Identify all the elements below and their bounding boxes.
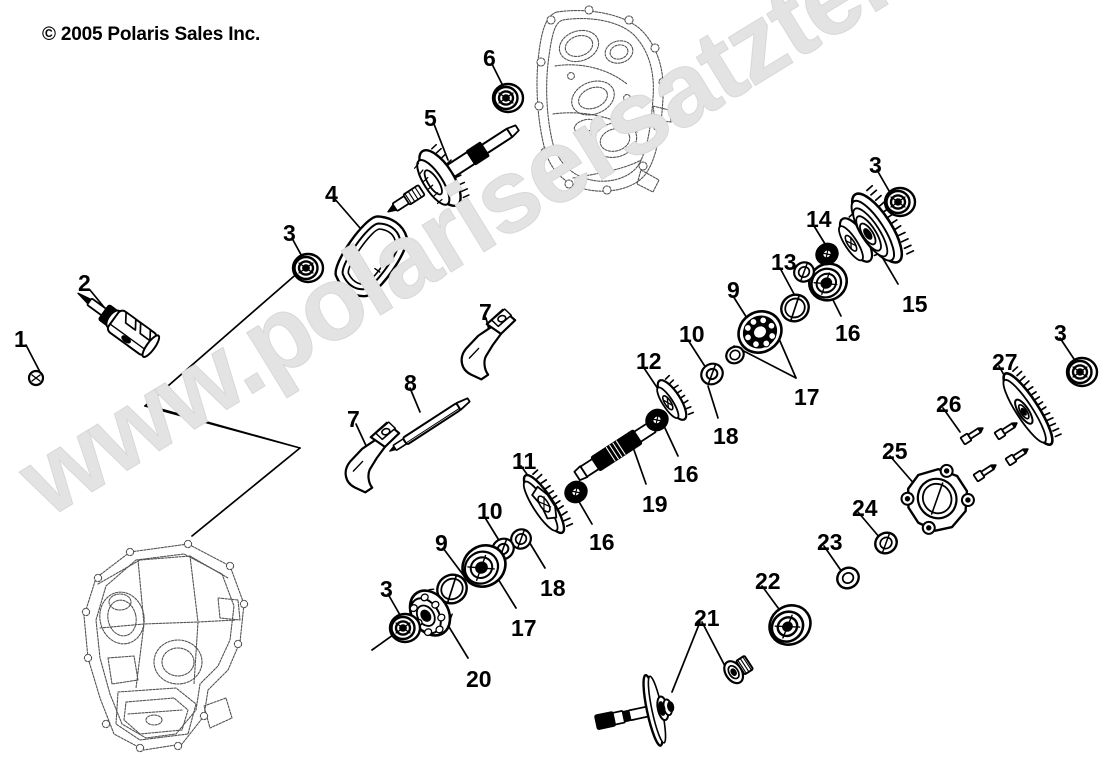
callout-24: 24 xyxy=(852,495,878,521)
callout-2: 2 xyxy=(78,270,91,296)
callout-4: 4 xyxy=(325,181,338,207)
callout-19: 19 xyxy=(642,491,668,517)
copyright-notice: © 2005 Polaris Sales Inc. xyxy=(42,24,261,45)
callout-18a: 18 xyxy=(713,423,739,449)
callout-15: 15 xyxy=(902,291,928,317)
callout-21: 21 xyxy=(694,605,720,631)
callout-3c: 3 xyxy=(1054,320,1067,346)
callout-10a: 10 xyxy=(679,321,705,347)
callout-16b: 16 xyxy=(673,461,699,487)
callout-9b: 9 xyxy=(435,530,448,556)
callout-3b: 3 xyxy=(869,152,882,178)
callout-23: 23 xyxy=(817,529,843,555)
callout-17a: 17 xyxy=(794,384,820,410)
callout-11: 11 xyxy=(512,448,537,474)
callout-27: 27 xyxy=(992,349,1018,375)
callout-3d: 3 xyxy=(380,576,393,602)
callout-20: 20 xyxy=(466,666,492,692)
callout-3a: 3 xyxy=(283,220,296,246)
callout-7a: 7 xyxy=(479,299,492,325)
callout-17b: 17 xyxy=(511,615,537,641)
callout-16c: 16 xyxy=(589,529,615,555)
callout-18b: 18 xyxy=(540,575,566,601)
callout-1: 1 xyxy=(14,326,27,352)
callout-8: 8 xyxy=(404,370,417,396)
callout-14: 14 xyxy=(806,206,832,232)
callout-10b: 10 xyxy=(477,498,503,524)
callout-7b: 7 xyxy=(347,406,360,432)
callout-25: 25 xyxy=(882,438,908,464)
callout-9a: 9 xyxy=(727,277,740,303)
callout-22: 22 xyxy=(755,568,781,594)
callout-26: 26 xyxy=(936,391,962,417)
callout-12: 12 xyxy=(636,348,662,374)
callout-13: 13 xyxy=(771,249,797,275)
callout-6: 6 xyxy=(483,45,496,71)
callout-16a: 16 xyxy=(835,320,861,346)
callout-5: 5 xyxy=(424,105,437,131)
